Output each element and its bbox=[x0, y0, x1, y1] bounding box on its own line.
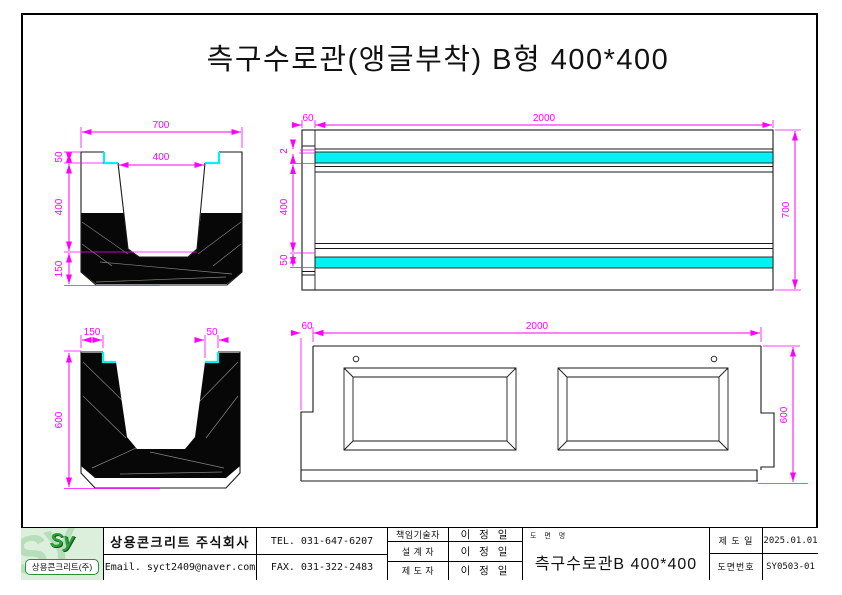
dim-text-2000: 2000 bbox=[526, 321, 549, 332]
lift-hole-right bbox=[710, 355, 718, 363]
recessed-panels bbox=[343, 367, 729, 451]
concrete-fill bbox=[81, 353, 240, 478]
drawing-name-value: 측구수로관B 400*400 bbox=[534, 556, 698, 573]
view-cross-section-angle: 700 400 50 400 150 bbox=[54, 120, 243, 286]
role-label-engineer: 책임기술자 bbox=[388, 528, 448, 542]
view-side-elevation: 60 2000 600 bbox=[291, 321, 808, 484]
drawing-title: 측구수로관(앵글부착) B형 400*400 bbox=[206, 44, 670, 76]
dim-text-60: 60 bbox=[302, 113, 314, 124]
dim-text-50: 50 bbox=[206, 327, 218, 338]
extension-lines bbox=[290, 120, 801, 291]
dim-text-600: 600 bbox=[779, 406, 790, 423]
plan-outline bbox=[301, 129, 774, 291]
side-outline bbox=[300, 345, 775, 482]
dim-text-600: 600 bbox=[54, 411, 65, 428]
concrete-fill bbox=[81, 213, 242, 284]
drawing-name-cell: 도 면 명 측구수로관B 400*400 bbox=[522, 528, 709, 580]
extension-lines bbox=[64, 335, 219, 489]
dim-text-400: 400 bbox=[279, 198, 290, 215]
dim-text-700: 700 bbox=[153, 120, 170, 131]
plan-lines bbox=[302, 130, 773, 290]
view-cross-section-solid: 150 50 600 bbox=[54, 327, 241, 489]
drawing-number: SY0503-01 bbox=[766, 561, 815, 572]
dim-text-400v: 400 bbox=[54, 198, 65, 215]
dim-text-60: 60 bbox=[301, 321, 313, 332]
dim-text-700: 700 bbox=[781, 201, 792, 218]
angle-band-bottom bbox=[314, 256, 774, 269]
logo-company-short: 상용콘크리트(주) bbox=[25, 559, 99, 575]
role-labels-cell: 책임기술자 설 계 자 제 도 자 bbox=[387, 528, 448, 580]
role-names-cell: 이 정 일 이 정 일 이 정 일 bbox=[448, 528, 522, 580]
drawing-name-label: 도 면 명 bbox=[530, 533, 569, 540]
date-label: 제 도 일 bbox=[710, 528, 762, 554]
number-label: 도면번호 bbox=[717, 562, 755, 572]
dim-text-2000: 2000 bbox=[533, 113, 556, 124]
role-label-designer: 설 계 자 bbox=[388, 542, 448, 562]
role-label-drafter: 제 도 자 bbox=[401, 566, 435, 576]
hatch-lines bbox=[81, 221, 242, 283]
section-outline bbox=[80, 151, 243, 286]
dim-text-2: 2 bbox=[279, 148, 290, 154]
extension-lines bbox=[64, 127, 243, 286]
dim-text-150: 150 bbox=[54, 260, 65, 277]
title-block: SY Sy 상용콘크리트(주) 상용콘크리트 주식회사 Email. syct2… bbox=[21, 527, 818, 580]
dim-text-50: 50 bbox=[54, 151, 65, 163]
dim-text-50: 50 bbox=[279, 254, 290, 266]
view-plan: 60 2000 700 2 400 50 bbox=[279, 113, 801, 291]
logo-icon: Sy bbox=[49, 530, 75, 552]
hatch-lines bbox=[82, 361, 239, 475]
drawing-date: 2025.01.01 bbox=[763, 528, 818, 554]
contact-cell: TEL. 031-647-6207 FAX. 031-322-2483 bbox=[256, 528, 387, 580]
lift-hole-left bbox=[352, 355, 360, 363]
role-name-drafter: 이 정 일 bbox=[460, 565, 511, 577]
fax-number: FAX. 031-322-2483 bbox=[270, 561, 374, 573]
meta-labels-cell: 제 도 일 도면번호 bbox=[709, 528, 762, 580]
tel-number: TEL. 031-647-6207 bbox=[257, 528, 387, 555]
extension-lines bbox=[300, 327, 808, 484]
angle-band-top bbox=[314, 151, 774, 164]
steel-angle bbox=[101, 352, 220, 364]
company-logo: SY Sy 상용콘크리트(주) bbox=[21, 528, 103, 580]
company-email: Email. syct2409@naver.com bbox=[104, 561, 256, 573]
company-name: 상용콘크리트 주식회사 bbox=[104, 528, 256, 555]
role-name-engineer: 이 정 일 bbox=[449, 528, 522, 542]
company-cell: 상용콘크리트 주식회사 Email. syct2409@naver.com bbox=[103, 528, 256, 580]
dim-text-400: 400 bbox=[153, 152, 170, 163]
meta-values-cell: 2025.01.01 SY0503-01 bbox=[762, 528, 818, 580]
dim-text-150: 150 bbox=[84, 327, 101, 338]
role-name-designer: 이 정 일 bbox=[449, 542, 522, 562]
